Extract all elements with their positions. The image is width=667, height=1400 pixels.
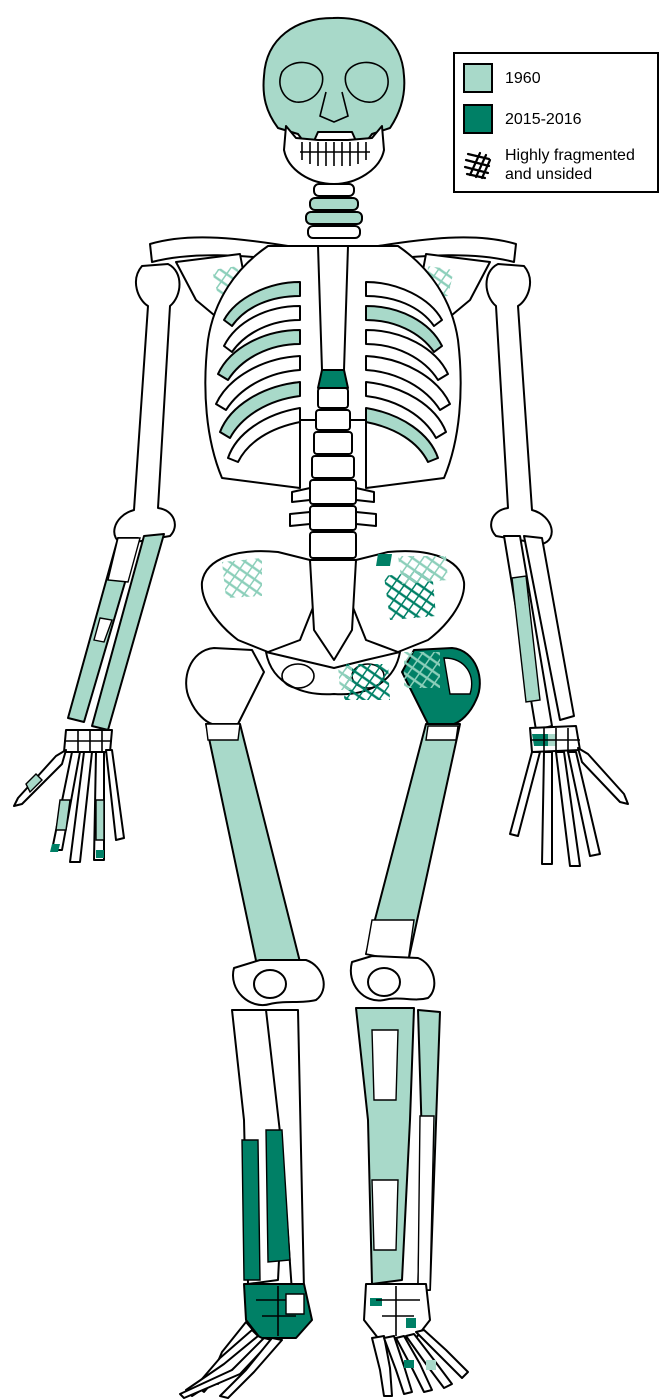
acetabulum-dark — [376, 554, 392, 566]
legend-swatch-1960 — [463, 63, 493, 93]
legend-item-2015-2016: 2015-2016 — [463, 104, 582, 134]
legend-label-fragmented-line2: and unsided — [505, 166, 592, 183]
legend-item-fragmented: Highly fragmented and unsided — [463, 146, 635, 184]
left-femur — [206, 724, 300, 970]
cervical-spine — [306, 184, 362, 238]
right-ankle-tarsals — [364, 1284, 430, 1338]
legend-label-2015-2016: 2015-2016 — [505, 110, 582, 129]
legend-label-fragmented: Highly fragmented and unsided — [505, 146, 635, 184]
legend-label-fragmented-line1: Highly fragmented — [505, 147, 635, 164]
legend-swatch-2015-2016 — [463, 104, 493, 134]
left-leg — [180, 648, 324, 1398]
crosshatch-icon — [463, 150, 493, 180]
xiphoid — [318, 370, 348, 388]
legend: 1960 2015-2016 Highly fragmented and uns… — [453, 52, 659, 193]
sacrum — [310, 560, 356, 660]
left-femur-head — [186, 648, 264, 724]
legend-item-1960: 1960 — [463, 63, 541, 93]
left-humerus — [114, 264, 179, 544]
sternum — [318, 246, 348, 370]
skull — [264, 18, 405, 184]
legend-label-1960: 1960 — [505, 69, 541, 88]
left-arm — [14, 264, 180, 862]
right-arm — [487, 264, 629, 866]
right-humerus — [487, 264, 552, 544]
pubis-hatch-light — [338, 666, 352, 690]
left-ilium-hatch — [222, 558, 262, 598]
right-leg — [351, 648, 480, 1396]
right-ilium-hatch-light — [398, 556, 448, 584]
